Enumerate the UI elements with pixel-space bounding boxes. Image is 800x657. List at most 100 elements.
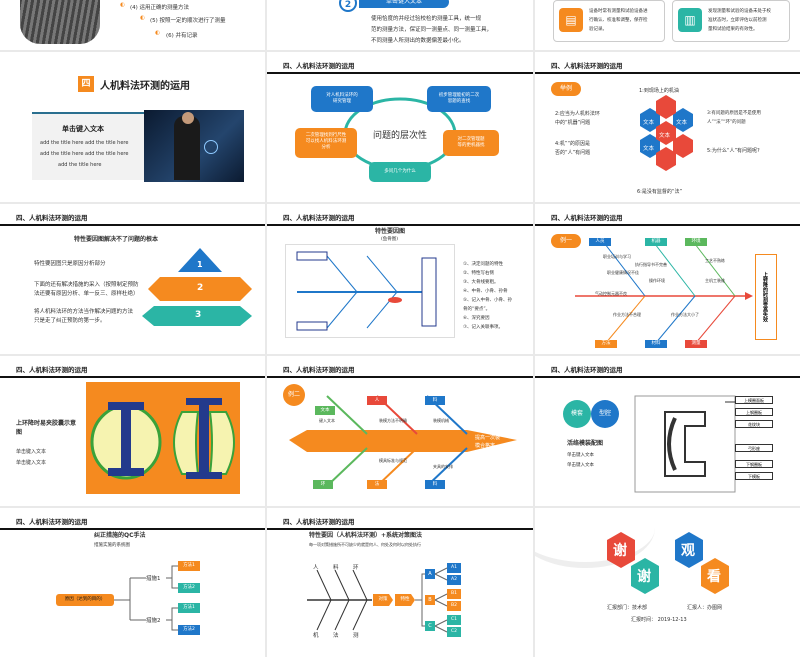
node-5: 多问几个为什么 bbox=[369, 162, 431, 182]
clipboard-icon: ▤ bbox=[559, 8, 583, 32]
header-title: 四、人机料法环测的运用 bbox=[16, 214, 88, 222]
example-tag: 例二 bbox=[283, 384, 305, 406]
slide-6[interactable]: 四、人机料法环测的运用 例一 上转降的时刻受高失效 职业培训与学习 执行指导书不… bbox=[535, 204, 800, 354]
cause-label: 执行指导书不完善 bbox=[635, 262, 667, 267]
list-item: 骨的“要点”。 bbox=[463, 307, 491, 312]
bladder-diagram bbox=[86, 382, 240, 494]
cause-label: 作业方法不合理 bbox=[613, 312, 641, 317]
leaf-node: 方法1 bbox=[178, 603, 200, 613]
bone-char: 机 bbox=[313, 633, 319, 639]
card-2 bbox=[672, 0, 790, 42]
bone-char: 料 bbox=[333, 565, 339, 571]
card2-text: 准状态时，立即评估以前检测 bbox=[708, 18, 767, 23]
bone-char: 人 bbox=[313, 565, 319, 571]
bone-char: 测 bbox=[353, 633, 359, 639]
slide-12[interactable]: 谢 观 谢 看 汇报部门：技术部 汇报人：办图网 汇报时间： 2019-12-1… bbox=[535, 508, 800, 657]
list-item: ①、决定问题的特性 bbox=[463, 262, 504, 267]
bone-tag: 人 bbox=[367, 396, 387, 405]
slide-r0-a[interactable]: ◐ (4) 运用正确的测量方法 ◐ (5) 按照一定的顺次进行了测量 ◐ (6)… bbox=[0, 0, 265, 50]
fishbone-diagram bbox=[296, 251, 437, 331]
question-1: 1:到现场上的机油 bbox=[639, 88, 679, 94]
swoosh-decor bbox=[535, 508, 655, 568]
fish-head-text: 模合格率 bbox=[475, 443, 496, 449]
slide-body: 单击键入文本 bbox=[567, 463, 594, 468]
list-item: ④、中骨、小骨、孙骨 bbox=[463, 289, 508, 294]
header-title: 四、人机料法环测的运用 bbox=[551, 366, 623, 374]
slide-3[interactable]: 四、人机料法环测的运用 举例 1:到现场上的机油 2:应当为人机料法环 中的“机… bbox=[535, 52, 800, 202]
panel-body: add the title here add the title here bbox=[40, 140, 129, 146]
header-title: 四、人机料法环测的运用 bbox=[16, 518, 88, 526]
check-icon: ◐ bbox=[155, 30, 160, 36]
panel-body: add the title here bbox=[58, 162, 102, 168]
slide-body: 单击键入文本 bbox=[16, 460, 47, 466]
leaf-node: 方法2 bbox=[178, 625, 200, 635]
hex-label: 文本 bbox=[643, 120, 655, 126]
slide-8[interactable]: 四、人机料法环测的运用 例二 文本 人 料 环 法 料 键入文本 装模方法不明确… bbox=[267, 356, 533, 506]
slide-2[interactable]: 四、人机料法环测的运用 问题的层次性 对人机料法环的研究管理 初步管理能初的二次… bbox=[267, 52, 533, 202]
header-title: 四、人机料法环测的运用 bbox=[283, 214, 355, 222]
point-3: 将人机料法环的方法当作解决问题的方法 bbox=[34, 309, 134, 315]
fishbone-frame bbox=[285, 244, 455, 338]
slide-r0-c[interactable]: ▤ 设备时常有测量和试验设备进 行确认、校准和调整，保存检 验记录。 ▥ 发现测… bbox=[535, 0, 800, 50]
slide-sub: 措施实施的系统图 bbox=[94, 543, 130, 548]
check-icon: ◐ bbox=[120, 2, 125, 8]
slide-4[interactable]: 四、人机料法环测的运用 特性要因图解决不了问题的根本 特性要因图只是原因分析部分… bbox=[0, 204, 265, 354]
slide-1[interactable]: 四 人机料法环测的运用 单击键入文本 add the title here ad… bbox=[0, 52, 265, 202]
bone-tag: 法 bbox=[367, 480, 387, 489]
hex-char: 看 bbox=[707, 569, 721, 585]
panel-heading: 单击键入文本 bbox=[62, 125, 104, 133]
step-number: 2 bbox=[197, 283, 204, 293]
trait-arrow: 特性 bbox=[395, 594, 415, 606]
slide-header: 四、人机料法环测的运用 bbox=[267, 52, 533, 78]
slide-title: 人机料法环测的运用 bbox=[100, 81, 190, 92]
r0-body: 范的测量方法，保证同一测量点、同一测量工具， bbox=[371, 27, 493, 33]
panel-body: add the title here add the title here bbox=[40, 151, 129, 157]
hex-char: 谢 bbox=[637, 569, 651, 585]
header-title: 四、人机料法环测的运用 bbox=[16, 366, 88, 374]
card-1 bbox=[553, 0, 665, 42]
slide-header: 四、人机料法环测的运用 bbox=[0, 204, 265, 230]
list-item: ②、特性写右侧 bbox=[463, 271, 495, 276]
circle-mold-sleeve: 模套 bbox=[563, 400, 591, 428]
leaf-node: A1 bbox=[447, 563, 461, 573]
list-item: ③、大骨线要粗。 bbox=[463, 280, 499, 285]
slide-7[interactable]: 四、人机料法环测的运用 上环降时易夹胶囊示意图 单击键入文本 单击键入文本 bbox=[0, 356, 265, 506]
point-2b: 法还要有原因分析、单一反三、原样杜绝） bbox=[34, 291, 139, 297]
step-number: 3 bbox=[195, 310, 202, 320]
r0-item: (5) 按照一定的顺次进行了测量 bbox=[150, 18, 226, 24]
part-label: 花纹块 bbox=[735, 420, 773, 428]
hex-label: 文本 bbox=[676, 120, 688, 126]
business-photo bbox=[144, 110, 244, 182]
list-item: ⑦、记入关联事项。 bbox=[463, 325, 504, 330]
slide-5[interactable]: 四、人机料法环测的运用 特性要因图 (鱼骨图) ①、决定问题的特性 ②、特性写右… bbox=[267, 204, 533, 354]
leaf-node: 方法2 bbox=[178, 583, 200, 593]
slide-10[interactable]: 四、人机料法环测的运用 纠正措施的QC手法 措施实施的系统图 原因（达到的目的）… bbox=[0, 508, 265, 657]
bone-label: 人员 bbox=[589, 238, 611, 246]
slide-body: 单击键入文本 bbox=[567, 453, 594, 458]
cause-label: 作业方法大小了 bbox=[671, 312, 699, 317]
tire-photo bbox=[20, 0, 100, 44]
number-banner: 单击键入文本 bbox=[359, 0, 449, 8]
slide-header: 四、人机料法环测的运用 bbox=[0, 356, 265, 382]
bone-label: 机器 bbox=[645, 238, 667, 246]
bone-label: 方法 bbox=[595, 340, 617, 348]
list-item: ⑤、记入中骨、小骨、孙 bbox=[463, 298, 513, 303]
bone-char: 环 bbox=[353, 565, 359, 571]
r0-body: 不同测量人所测出的数据偏差最小化。 bbox=[371, 38, 465, 44]
r0-item: (6) 并有记录 bbox=[166, 33, 198, 39]
example-tag: 举例 bbox=[551, 82, 581, 96]
slide-header: 四、人机料法环测的运用 bbox=[267, 356, 533, 382]
slide-11[interactable]: 四、人机料法环测的运用 特性要因（人机料法环测）+系统对策图法 每一项对策措施所… bbox=[267, 508, 533, 657]
branch-label: 措施1 bbox=[146, 576, 161, 582]
leaf-node: B1 bbox=[447, 589, 461, 599]
slide-r0-b[interactable]: 2 单击键入文本 使用恰度的并经过验校检的测量工具，统一规 范的测量方法，保证同… bbox=[267, 0, 533, 50]
slide-9[interactable]: 四、人机料法环测的运用 模套 型腔 活络模装配图 单击键入文本 单击键入文本 上… bbox=[535, 356, 800, 506]
hex-char: 谢 bbox=[613, 543, 627, 559]
bone-tag: 文本 bbox=[315, 406, 335, 415]
card1-text: 设备时常有测量和试验设备进 bbox=[589, 9, 648, 14]
report-date: 汇报时间： 2019-12-13 bbox=[631, 617, 687, 623]
fishbone-system-lines bbox=[307, 567, 448, 633]
part-label: 上钢圈板 bbox=[735, 408, 773, 416]
slide-body: 单击键入文本 bbox=[16, 449, 47, 455]
